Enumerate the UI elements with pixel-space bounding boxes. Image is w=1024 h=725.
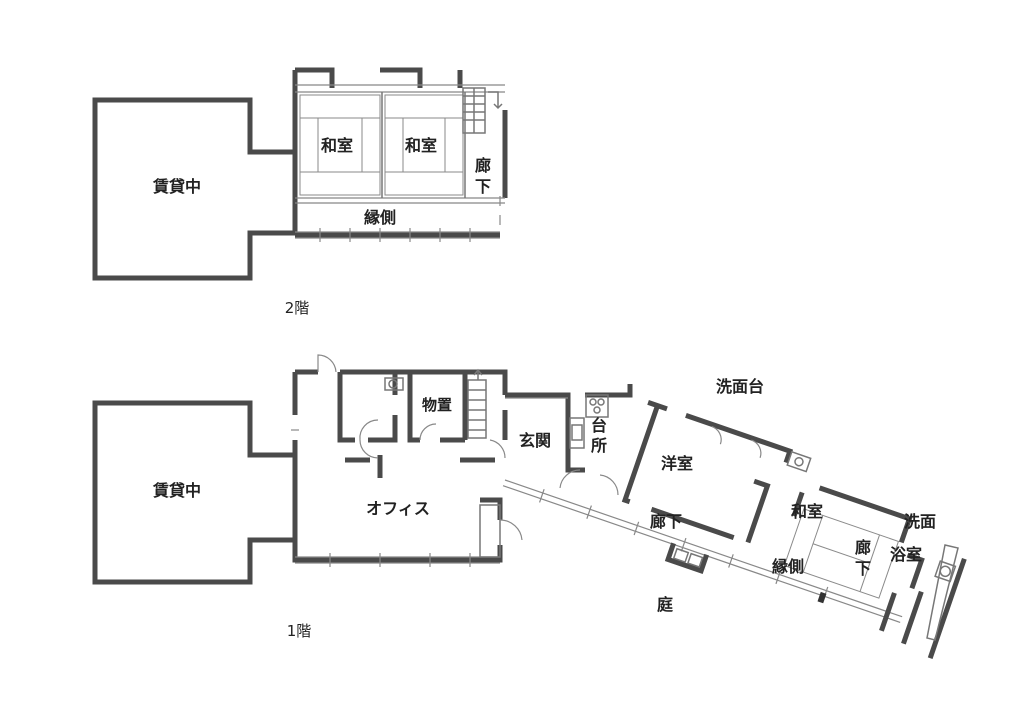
f2-stairs [462,87,503,134]
f2-engawa-label: 縁側 [364,208,396,227]
f1-genkan-walls [505,384,633,473]
f1-youshitsu-label: 洋室 [661,454,693,473]
f1-yokushitsu-label: 浴室 [890,545,922,564]
f2-rouka-top: 廊 [475,156,491,175]
f1-rouka2-top: 廊 [855,538,871,557]
f1-stairs [467,368,487,439]
f2-rouka-bottom: 下 [475,177,491,196]
f1-office-walls [292,369,508,563]
f1-office-door [317,354,337,373]
f1-daidokoro-top: 台 [591,416,607,435]
f1-kitchen-counter [569,394,609,449]
f2-tatami [299,94,464,196]
f2-washitsu-b-label: 和室 [405,136,437,155]
f1-genkan-label: 玄関 [519,431,551,450]
f1-office-ticks [291,429,471,567]
f2-washitsu-a-label: 和室 [321,136,353,155]
second-floor-label: 2階 [285,299,310,317]
f1-washitsu-label: 和室 [791,502,823,521]
f1-office-label: オフィス [366,499,430,518]
f1-east-wing [502,399,967,659]
first-floor-label: 1階 [287,622,312,640]
f1-rouka2-bottom: 下 [855,559,871,578]
f1-rouka-label: 廊下 [650,512,682,531]
first-floor-plan: 賃貸中 オフィス 物置 玄関 台 所 洗面台 洋室 廊下 和室 洗面 廊 下 浴… [92,354,967,659]
f1-east-ticks [538,489,829,601]
f1-daidokoro-bottom: 所 [591,436,607,455]
f2-window-ticks [319,196,501,242]
f1-toilet-door [359,419,379,441]
f1-genkan-door [559,469,581,489]
f1-niwa-label: 庭 [657,595,673,614]
f1-toilet-icon [384,377,404,391]
f1-monooki-label: 物置 [422,396,452,414]
f1-rental-label: 賃貸中 [152,481,201,500]
second-floor-plan: 賃貸中 和室 和室 廊 下 縁側 2階 [92,67,508,317]
f1-engawa-label: 縁側 [772,557,804,576]
f1-senmen-label: 洗面 [904,512,936,531]
f2-outer-walls [292,67,500,238]
f1-senmendai-label: 洗面台 [716,377,764,396]
f2-rental-label: 賃貸中 [152,177,201,196]
